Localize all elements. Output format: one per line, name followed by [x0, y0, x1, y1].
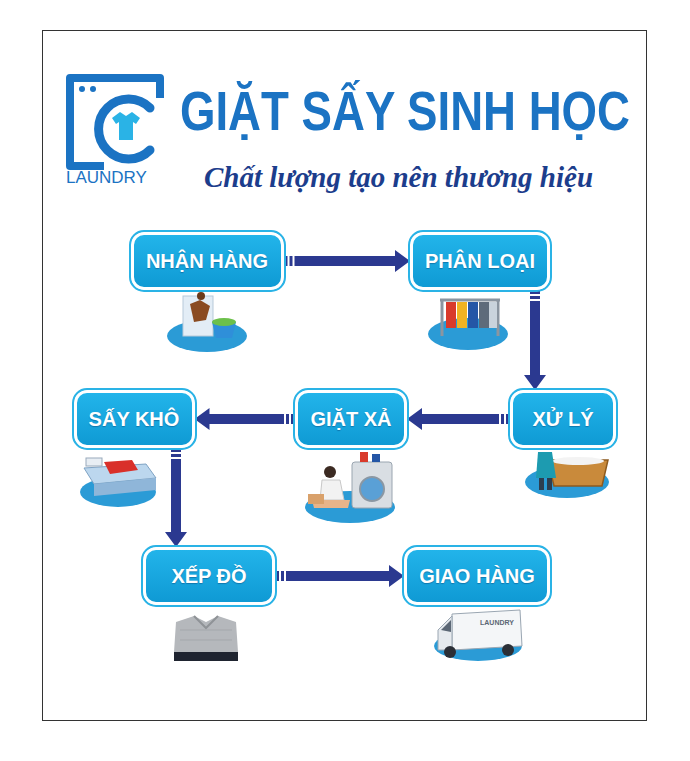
- arrow-body: [165, 448, 187, 547]
- logo-word: LAUNDRY: [66, 168, 147, 188]
- slogan-text: Chất lượng tạo nên thương hiệu: [204, 160, 593, 195]
- van-lettering: LAUNDRY: [480, 619, 514, 627]
- step-label: NHẬN HÀNG: [146, 250, 268, 273]
- flow-arrow: [284, 250, 411, 272]
- arrow-stripe: [499, 413, 501, 425]
- flow-arrow: [165, 448, 187, 547]
- arrow-stripe: [170, 457, 182, 459]
- folded-shirt-icon: [174, 616, 238, 661]
- arrow-stripe: [284, 413, 286, 425]
- process-box: NHẬN HÀNG: [131, 232, 284, 290]
- arrow-stripe: [288, 255, 290, 267]
- step-label: GIAO HÀNG: [419, 565, 535, 588]
- step-label: PHÂN LOẠI: [425, 250, 535, 273]
- step-label: SẤY KHÔ: [89, 408, 180, 431]
- arrow-stripe: [279, 570, 281, 582]
- van-icon: [434, 610, 522, 661]
- wash-icon: [305, 452, 395, 523]
- step-label: GIẶT XẢ: [310, 408, 391, 431]
- arrow-stripe: [170, 452, 182, 454]
- process-box: PHÂN LOẠI: [410, 232, 550, 290]
- step-label: XẾP ĐỒ: [171, 565, 246, 588]
- arrow-stripe: [289, 413, 291, 425]
- process-box: XẾP ĐỒ: [143, 547, 275, 605]
- process-box: GIẶT XẢ: [295, 390, 407, 448]
- arrow-stripe: [504, 413, 506, 425]
- arrow-body: [284, 250, 411, 272]
- receive-icon: [167, 292, 247, 352]
- flow-arrow: [275, 565, 404, 587]
- flow-arrow: [524, 290, 546, 390]
- arrow-stripe: [293, 255, 295, 267]
- arrow-stripe: [529, 299, 541, 301]
- title-text: GIẶT SẤY SINH HỌC: [180, 80, 630, 142]
- flow-arrow: [195, 408, 296, 430]
- sort-icon: [428, 300, 508, 350]
- flow-arrow: [407, 408, 510, 430]
- logo-icon: [70, 78, 160, 166]
- process-box: SẤY KHÔ: [74, 390, 195, 448]
- process-box: XỬ LÝ: [510, 390, 616, 448]
- arrow-body: [407, 408, 510, 430]
- process-box: GIAO HÀNG: [404, 547, 550, 605]
- arrow-body: [195, 408, 296, 430]
- arrow-stripe: [284, 570, 286, 582]
- arrow-body: [524, 290, 546, 390]
- step-label: XỬ LÝ: [532, 408, 593, 431]
- dry-icon: [80, 458, 156, 507]
- arrow-stripe: [529, 294, 541, 296]
- arrow-body: [275, 565, 404, 587]
